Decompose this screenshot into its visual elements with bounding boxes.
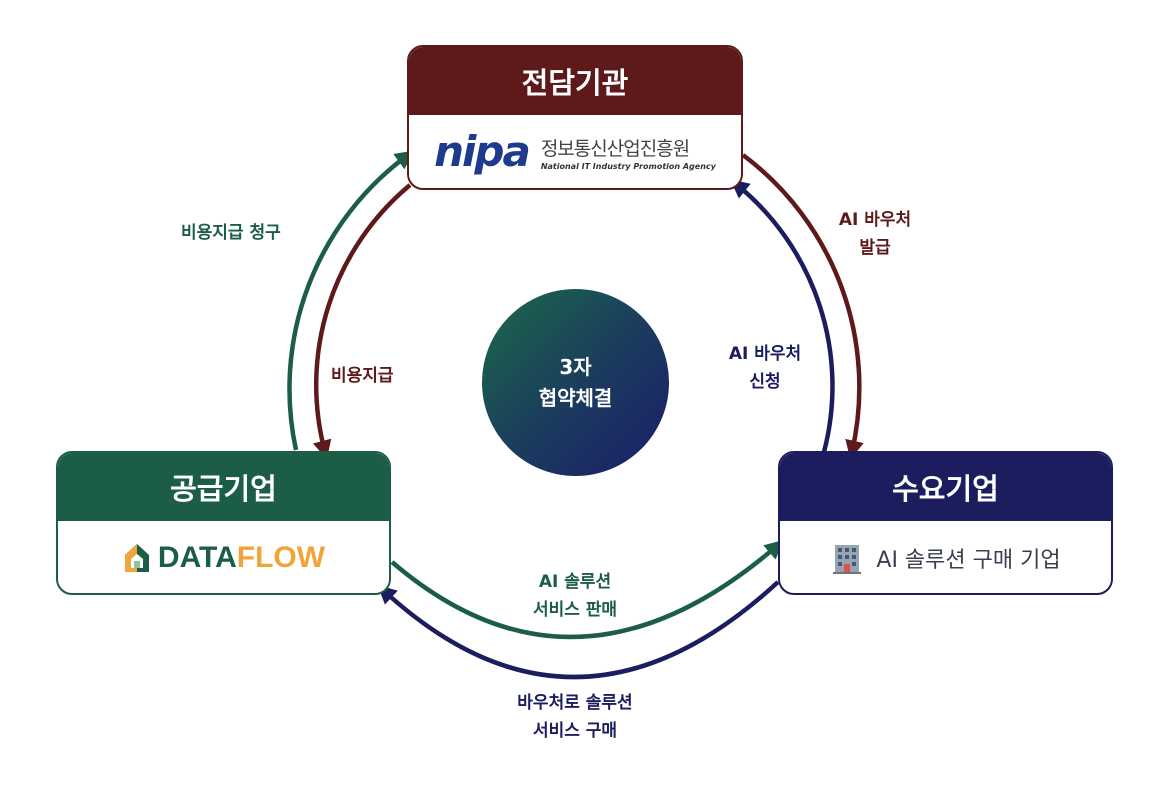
dataflow-logo-data: DATA [157,541,237,574]
nipa-logo-word: nipa [434,127,531,176]
label-voucher-apply: AI 바우처 신청 [728,344,802,392]
demand-title: 수요기업 [780,453,1111,521]
arrow-voucher-apply [730,179,835,453]
nipa-logo: nipa 정보통신산업진흥원 National IT Industry Prom… [434,131,716,173]
agency-box: 전담기관 nipa 정보통신산업진흥원 National IT Industry… [407,45,743,190]
label-cost-claim: 비용지급 청구 [181,223,281,243]
label-cost-payment: 비용지급 [331,366,394,386]
supplier-title: 공급기업 [58,453,389,521]
arrow-cost-payment [312,183,412,460]
nipa-logo-english: National IT Industry Promotion Agency [540,161,716,171]
label-voucher-issue: AI 바우처 발급 [838,210,912,258]
demand-company-area: AI 솔루션 구매 기업 [780,521,1111,593]
dataflow-logo-flow: FLOW [236,541,326,574]
dataflow-house-icon [124,544,149,572]
office-building-icon [833,545,862,574]
demand-company-label: AI 솔루션 구매 기업 [876,548,1061,573]
demand-box: 수요기업 AI 솔루션 구매 기업 [778,451,1113,595]
arrow-voucher-issue [741,153,864,460]
center-line2: 협약체결 [538,385,613,410]
agency-title: 전담기관 [409,47,741,115]
supplier-box: 공급기업 DATAFLOW [56,451,391,595]
nipa-logo-korean: 정보통신산업진흥원 [540,137,690,160]
arrow-solution-buy [377,580,780,680]
center-line1: 3자 [559,354,592,379]
label-solution-buy: 바우처로 솔루션 서비스 구매 [517,693,633,741]
arrow-cost-claim [287,150,415,451]
arrow-solution-sale [390,540,784,640]
supplier-logo-area: DATAFLOW [58,521,389,593]
center-agreement-circle: 3자 협약체결 [482,289,669,476]
label-solution-sale: AI 솔루션 서비스 판매 [532,572,618,620]
agency-logo-area: nipa 정보통신산업진흥원 National IT Industry Prom… [409,115,741,188]
dataflow-logo: DATAFLOW [122,541,325,575]
